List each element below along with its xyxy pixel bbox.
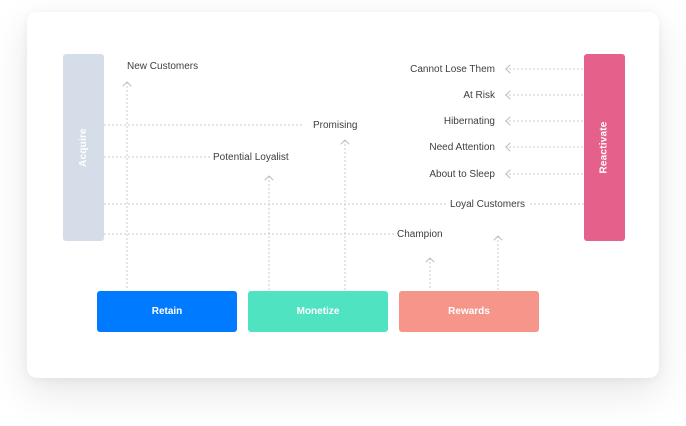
reactivate-stage-bar: Reactivate [584, 54, 625, 241]
segment-new-customers: New Customers [124, 61, 202, 73]
monetize-action-box: Monetize [248, 291, 388, 332]
segment-hibernating: Hibernating [440, 116, 498, 128]
retain-action-box: Retain [97, 291, 237, 332]
rewards-action-box: Rewards [399, 291, 539, 332]
acquire-stage-label: Acquire [77, 128, 89, 167]
segment-promising: Promising [310, 120, 361, 132]
segment-about-to-sleep: About to Sleep [426, 169, 498, 181]
retain-label: Retain [151, 306, 183, 317]
segment-need-attention: Need Attention [426, 142, 498, 154]
segment-cannot-lose-them: Cannot Lose Them [407, 64, 498, 76]
reactivate-stage-label: Reactivate [599, 121, 610, 174]
rewards-label: Rewards [448, 306, 490, 317]
acquire-stage-bar: Acquire [63, 54, 104, 241]
segment-at-risk: At Risk [460, 90, 498, 102]
segment-loyal-customers: Loyal Customers [447, 199, 529, 211]
monetize-label: Monetize [296, 306, 340, 317]
segment-potential-loyalist: Potential Loyalist [210, 152, 292, 164]
segment-champion: Champion [394, 229, 446, 241]
